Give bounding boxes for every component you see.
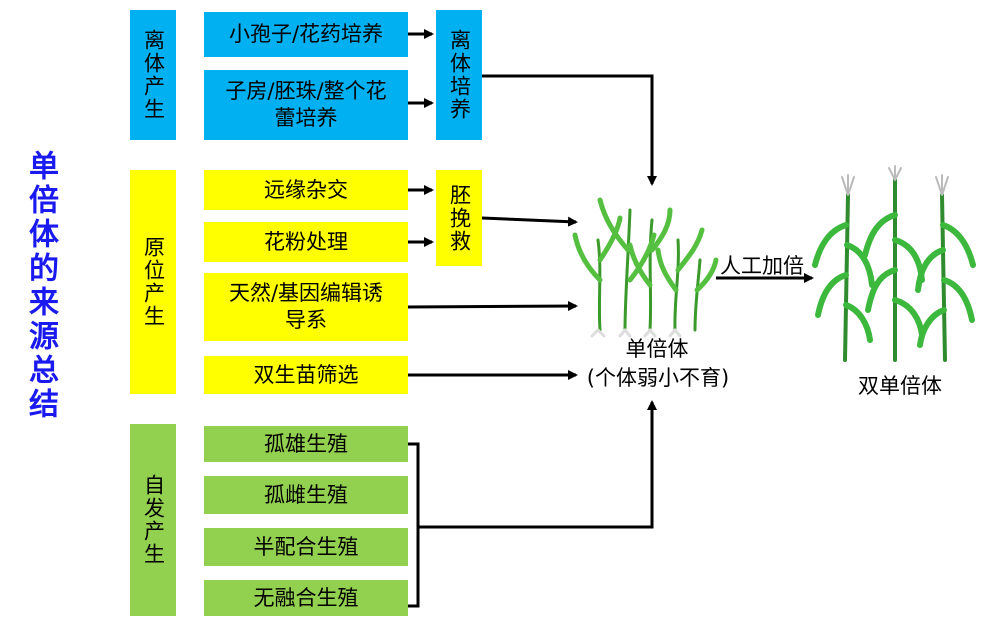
doubled-haploid-label: 双单倍体 [858, 374, 942, 398]
method-microspore: 小孢子/花药培养 [204, 12, 408, 57]
arrow-inducer-to-haploid [407, 301, 578, 312]
haploid-note: (个体弱小不育) [586, 366, 730, 390]
method-pollen: 花粉处理 [204, 222, 408, 262]
method-distant-cross: 远缘杂交 [204, 170, 408, 210]
method-apomixis: 无融合生殖 [204, 580, 408, 616]
category-spontaneous: 自发产生 [130, 424, 176, 616]
arrow-spontaneous-to-haploid [418, 400, 657, 529]
arrow-isolated-to-haploid [482, 74, 657, 186]
arrow-rescue-to-haploid [481, 216, 578, 227]
haploid-plant-illustration [572, 197, 719, 338]
doubled-haploid-plant-illustration [812, 165, 976, 362]
method-inducer-text: 天然/基因编辑诱导系 [228, 281, 384, 332]
mid-isolated-culture: 离体培养 [436, 10, 482, 140]
haploid-label: 单倍体 [625, 337, 689, 361]
diagram-title: 单倍体的来源总结 [23, 150, 58, 422]
method-twin: 双生苗筛选 [204, 356, 408, 394]
method-semigamy: 半配合生殖 [204, 528, 408, 566]
mid-embryo-rescue: 胚挽救 [436, 170, 482, 266]
method-inducer: 天然/基因编辑诱导系 [204, 273, 408, 341]
category-isolated: 离体产生 [130, 10, 176, 140]
method-gynogenesis: 孤雌生殖 [204, 476, 408, 514]
method-ovary-text: 子房/胚珠/整个花蕾培养 [225, 79, 387, 130]
method-parthenogenesis: 孤雄生殖 [204, 426, 408, 462]
bracket-spontaneous [408, 442, 420, 608]
category-insitu: 原位产生 [130, 170, 176, 394]
doubling-label: 人工加倍 [720, 254, 804, 278]
method-ovary: 子房/胚珠/整个花蕾培养 [204, 70, 408, 140]
